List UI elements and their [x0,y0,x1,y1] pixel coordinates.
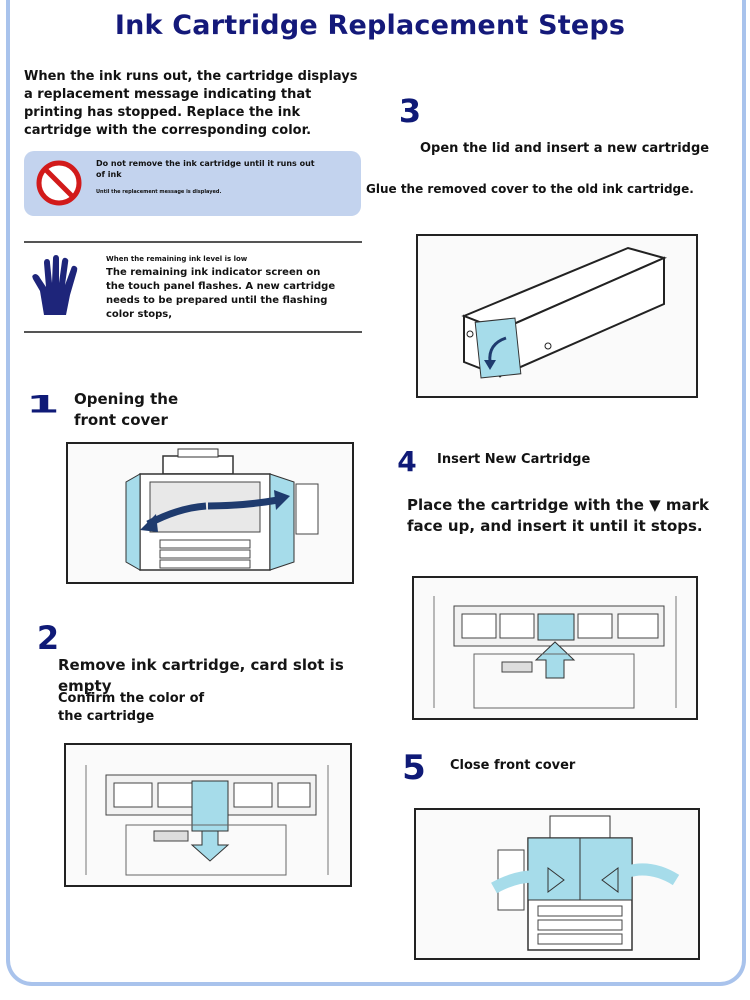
warning-text: Do not remove the ink cartridge until it… [96,159,315,179]
divider [24,241,362,243]
no-entry-icon [36,160,82,206]
divider [24,331,362,333]
svg-text:3: 3 [399,97,421,125]
step-2-number: 2 [37,624,59,652]
hand-icon [32,255,78,315]
svg-text:2: 2 [37,624,59,652]
step-3-label: Open the lid and insert a new cartridge [420,141,710,156]
step-4-number: 4 [397,449,416,473]
step-5-illustration [414,808,700,960]
page-title: Ink Cartridge Replacement Steps [114,10,626,41]
svg-text:1: 1 [26,390,59,414]
low-ink-text: The remaining ink indicator screen on th… [106,267,336,320]
step-1-illustration [66,442,354,584]
step-2-label: Remove ink cartridge, card slot is empty [58,656,344,695]
step-5-label: Close front cover [450,758,576,773]
step-2-illustration [64,743,352,887]
step-3-number: 3 [399,97,421,125]
step-5-number: 5 [402,752,426,782]
step-4-detail: Place the cartridge with the ▼ mark face… [407,496,709,535]
svg-text:5: 5 [402,752,426,782]
warning-subtext: Until the replacement message is display… [96,189,222,195]
step-1-number: 1 [26,390,59,414]
svg-text:4: 4 [397,449,416,473]
step-4-illustration [412,576,698,720]
step-3-detail: Glue the removed cover to the old ink ca… [366,182,694,196]
intro-text: When the ink runs out, the cartridge dis… [24,69,358,138]
step-3-illustration [416,234,698,398]
step-1-label: Opening the front cover [74,390,179,429]
step-2-detail: Confirm the color of the cartridge [58,691,205,724]
low-ink-heading: When the remaining ink level is low [106,255,248,263]
step-4-label: Insert New Cartridge [437,452,591,467]
